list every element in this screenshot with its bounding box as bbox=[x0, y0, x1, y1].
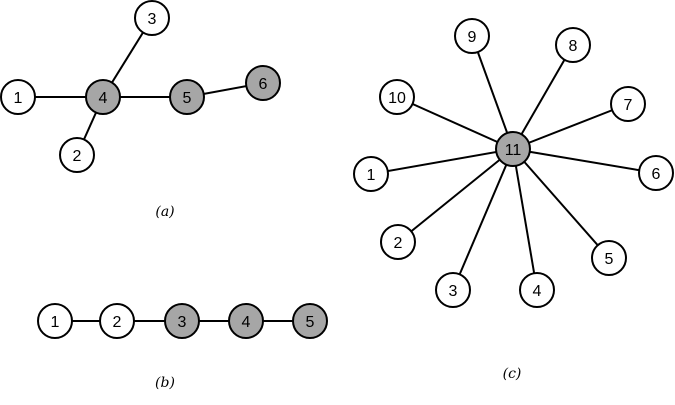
node-label: 2 bbox=[73, 148, 82, 165]
node-b2: 2 bbox=[99, 303, 135, 339]
node-circle bbox=[519, 272, 555, 308]
node-label: 4 bbox=[242, 314, 251, 331]
node-c9: 9 bbox=[454, 18, 490, 54]
node-c10: 10 bbox=[379, 79, 415, 115]
edge-c11-c7 bbox=[512, 103, 629, 150]
edge-c11-c5 bbox=[512, 148, 610, 259]
node-c4: 4 bbox=[519, 272, 555, 308]
node-c5: 5 bbox=[591, 240, 627, 276]
node-label: 5 bbox=[306, 314, 315, 331]
node-circle bbox=[164, 303, 200, 339]
node-label: 2 bbox=[113, 314, 122, 331]
node-circle bbox=[379, 79, 415, 115]
edge-c11-c6 bbox=[512, 148, 657, 174]
node-label: 11 bbox=[505, 142, 522, 159]
node-label: 5 bbox=[605, 251, 614, 268]
node-c6: 6 bbox=[638, 155, 674, 191]
node-circle bbox=[435, 272, 471, 308]
node-circle bbox=[245, 65, 281, 101]
node-label: 4 bbox=[533, 283, 542, 300]
node-label: 4 bbox=[99, 90, 108, 107]
node-circle bbox=[37, 303, 73, 339]
node-label: 1 bbox=[14, 90, 23, 107]
node-circle bbox=[638, 155, 674, 191]
node-b1: 1 bbox=[37, 303, 73, 339]
node-label: 9 bbox=[468, 29, 477, 46]
caption-b: (b) bbox=[155, 375, 175, 391]
node-label: 3 bbox=[178, 314, 187, 331]
node-circle bbox=[591, 240, 627, 276]
node-label: 1 bbox=[51, 314, 60, 331]
caption-c: (c) bbox=[503, 366, 522, 382]
node-circle bbox=[59, 137, 95, 173]
edge-c11-c8 bbox=[512, 44, 574, 150]
node-circle bbox=[0, 79, 36, 115]
node-circle bbox=[99, 303, 135, 339]
node-circle bbox=[555, 27, 591, 63]
edge-c11-c1 bbox=[370, 148, 514, 175]
node-a3: 3 bbox=[134, 0, 170, 36]
node-label: 6 bbox=[259, 76, 268, 93]
node-c8: 8 bbox=[555, 27, 591, 63]
node-circle bbox=[292, 303, 328, 339]
node-circle bbox=[380, 224, 416, 260]
node-label: 3 bbox=[449, 283, 458, 300]
node-label: 10 bbox=[388, 90, 406, 107]
edges-layer bbox=[18, 17, 657, 322]
node-label: 8 bbox=[569, 38, 578, 55]
node-circle bbox=[454, 18, 490, 54]
node-label: 1 bbox=[367, 167, 376, 184]
node-circle bbox=[495, 131, 531, 167]
node-label: 5 bbox=[183, 90, 192, 107]
node-c7: 7 bbox=[610, 86, 646, 122]
node-c3: 3 bbox=[435, 272, 471, 308]
edge-c11-c9 bbox=[471, 35, 514, 150]
edge-c11-c3 bbox=[452, 148, 514, 291]
node-circle bbox=[228, 303, 264, 339]
node-circle bbox=[610, 86, 646, 122]
node-label: 7 bbox=[624, 97, 633, 114]
node-b4: 4 bbox=[228, 303, 264, 339]
edge-c11-c10 bbox=[396, 96, 514, 150]
node-b3: 3 bbox=[164, 303, 200, 339]
node-c11: 11 bbox=[495, 131, 531, 167]
node-b5: 5 bbox=[292, 303, 328, 339]
node-c1: 1 bbox=[353, 156, 389, 192]
node-a5: 5 bbox=[169, 79, 205, 115]
node-circle bbox=[169, 79, 205, 115]
node-c2: 2 bbox=[380, 224, 416, 260]
node-label: 6 bbox=[652, 166, 661, 183]
node-circle bbox=[134, 0, 170, 36]
node-label: 3 bbox=[148, 11, 157, 28]
node-circle bbox=[353, 156, 389, 192]
edge-c11-c2 bbox=[397, 148, 514, 243]
node-a1: 1 bbox=[0, 79, 36, 115]
node-a4: 4 bbox=[85, 79, 121, 115]
node-a2: 2 bbox=[59, 137, 95, 173]
edge-c11-c4 bbox=[512, 148, 538, 291]
nodes-layer: 1 2 3 4 5 6 1 2 3 4 5 1 2 3 4 5 6 7 8 9 10 11 bbox=[0, 0, 674, 339]
caption-a: (a) bbox=[155, 204, 174, 220]
node-label: 2 bbox=[394, 235, 403, 252]
node-a6: 6 bbox=[245, 65, 281, 101]
node-circle bbox=[85, 79, 121, 115]
